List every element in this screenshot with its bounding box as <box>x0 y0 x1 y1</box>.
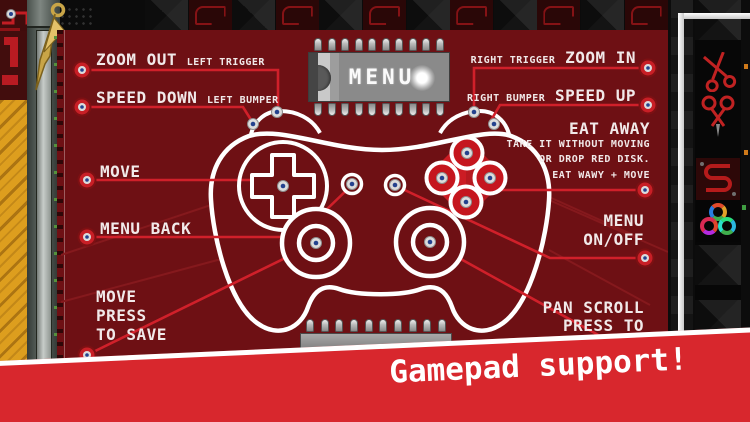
callout-zoom-out-control: LEFT TRIGGER <box>186 57 265 68</box>
callout-eat-away-line1: TAKE IT WITHOUT MOVING <box>506 138 650 150</box>
panel-edge-teeth <box>57 30 63 422</box>
chip-pin <box>422 103 431 116</box>
circuit-tile <box>624 0 668 31</box>
callout-menu-back: MENU BACK <box>100 219 191 238</box>
left-circuit-block <box>0 31 27 101</box>
chip-pin <box>368 103 377 116</box>
chip-pin <box>381 103 390 116</box>
chip-pin <box>327 103 336 116</box>
pyramid-tile <box>406 0 450 31</box>
chip-pin <box>393 319 402 332</box>
menu-chip-button[interactable]: MENU <box>308 38 450 116</box>
chip-pin <box>314 38 322 51</box>
sidebar-pyramid-tile <box>695 0 741 40</box>
chip-pin <box>408 103 417 116</box>
chip-pin <box>423 319 432 332</box>
callout-pan-scroll-line1: PAN SCROLL <box>542 298 644 317</box>
scissors-open-icon <box>702 52 737 92</box>
chip-pin <box>314 103 322 116</box>
chip-pin <box>381 38 390 51</box>
circuit-tile <box>363 0 406 31</box>
chip-pin <box>364 319 373 332</box>
callout-menu-onoff: MENU ON/OFF <box>583 211 644 249</box>
callout-eat-away-line2: OR DROP RED DISK. <box>539 154 650 165</box>
circuit-tile <box>275 0 319 31</box>
chip-pin <box>422 38 431 51</box>
callout-menu-onoff-line2: ON/OFF <box>583 230 644 249</box>
chip-pin <box>408 319 417 332</box>
top-tile-bar <box>0 0 750 31</box>
chip-pin <box>306 319 314 332</box>
callout-move-save-line1: MOVE <box>96 287 137 306</box>
chip-pin <box>395 103 404 116</box>
callout-speed-up-control: RIGHT BUMPER <box>467 93 546 104</box>
callout-move: MOVE <box>100 162 141 181</box>
callout-move-action: MOVE <box>100 162 141 181</box>
callout-zoom-out-action: ZOOM OUT <box>96 50 178 69</box>
pyramid-tile <box>581 0 624 31</box>
chip-pin <box>341 38 350 51</box>
triple-rings-icon <box>696 200 740 242</box>
callout-move-save-line2: PRESS <box>96 306 147 325</box>
callout-menu-onoff-line1: MENU <box>603 211 644 230</box>
bottom-chip-pins <box>300 319 452 333</box>
scissors-round-icon <box>701 95 735 137</box>
edge-speck <box>744 64 748 69</box>
chip-pin <box>327 38 336 51</box>
pyramid-tile <box>145 0 188 31</box>
pyramid-tile <box>493 0 537 31</box>
callout-pan-scroll: PAN SCROLL PRESS TO <box>543 299 644 335</box>
chip-pin <box>395 38 404 51</box>
edge-speck <box>742 205 746 210</box>
callout-zoom-in-control: RIGHT TRIGGER <box>470 55 556 66</box>
callout-eat-away-line3: EAT WAWY + MOVE <box>552 169 650 181</box>
chip-pin <box>354 38 363 51</box>
panel-edge-marks <box>54 36 58 422</box>
callout-speed-up-action: SPEED UP <box>554 86 636 105</box>
pyramid-tile <box>319 0 363 31</box>
pyramid-tile <box>232 0 276 31</box>
callout-speed-down-control: LEFT BUMPER <box>206 95 279 106</box>
callout-move-save-line3: TO SAVE <box>96 325 167 344</box>
chip-body: MENU <box>308 52 450 102</box>
callout-menu-back-action: MENU BACK <box>100 219 192 238</box>
callout-speed-down: SPEED DOWN LEFT BUMPER <box>96 88 279 107</box>
chip-pin <box>349 319 358 332</box>
callout-zoom-in: RIGHT TRIGGER ZOOM IN <box>471 48 636 67</box>
circuit-tile <box>450 0 494 31</box>
banner-text: Gamepad support! <box>388 341 689 391</box>
callout-eat-away-action: EAT AWAY <box>568 119 650 138</box>
chip-notch <box>318 65 331 91</box>
callout-zoom-out: ZOOM OUT LEFT TRIGGER <box>96 50 265 69</box>
callout-speed-down-action: SPEED DOWN <box>96 88 198 107</box>
chip-label: MENU <box>348 65 416 89</box>
white-pipe-vertical <box>678 13 684 365</box>
circuit-tile <box>188 0 232 31</box>
chip-pins-top <box>308 38 450 52</box>
chip-pin <box>408 38 417 51</box>
circuit-tile <box>537 0 581 31</box>
chip-pin <box>354 103 363 116</box>
callout-speed-up: RIGHT BUMPER SPEED UP <box>467 86 636 105</box>
chip-pin <box>368 38 377 51</box>
s-trace-icon <box>696 158 740 200</box>
chip-pin <box>320 319 329 332</box>
chip-pin <box>379 319 388 332</box>
callout-eat-away: EAT AWAY TAKE IT WITHOUT MOVING OR DROP … <box>507 121 650 183</box>
callout-move-save: MOVE PRESS TO SAVE <box>96 287 167 344</box>
chip-pins-bottom <box>308 102 450 116</box>
chip-pin <box>435 38 444 51</box>
sidebar-pyramid-tile <box>695 245 741 285</box>
chip-pin <box>341 103 350 116</box>
chip-led-glow <box>409 65 435 91</box>
callout-zoom-in-action: ZOOM IN <box>565 48 636 67</box>
chip-pin <box>437 319 446 332</box>
chip-pin <box>335 319 344 332</box>
edge-speck <box>744 150 748 155</box>
chip-pin <box>435 103 444 116</box>
white-pipe-horizontal <box>678 13 750 19</box>
